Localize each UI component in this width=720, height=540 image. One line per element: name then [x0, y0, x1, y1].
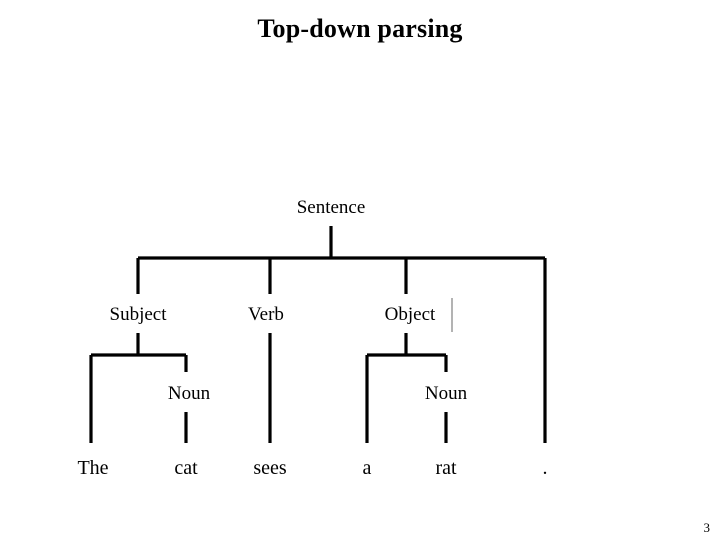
tree-node-noun-right: Noun: [425, 383, 468, 404]
tree-node-noun-left: Noun: [168, 383, 211, 404]
tree-terminal-sees: sees: [253, 457, 287, 479]
tree-node-object: Object: [385, 304, 436, 325]
tree-node-verb: Verb: [248, 304, 284, 325]
tree-terminal-period: .: [543, 457, 548, 479]
tree-terminal-a: a: [363, 457, 372, 479]
tree-node-sentence: Sentence: [297, 197, 366, 218]
tree-terminal-rat: rat: [435, 457, 457, 479]
tree-terminal-the: The: [77, 457, 108, 479]
tree-node-subject: Subject: [110, 304, 168, 325]
page-title: Top-down parsing: [257, 14, 463, 43]
tree-terminal-cat: cat: [174, 457, 198, 479]
page-number: 3: [703, 520, 711, 535]
